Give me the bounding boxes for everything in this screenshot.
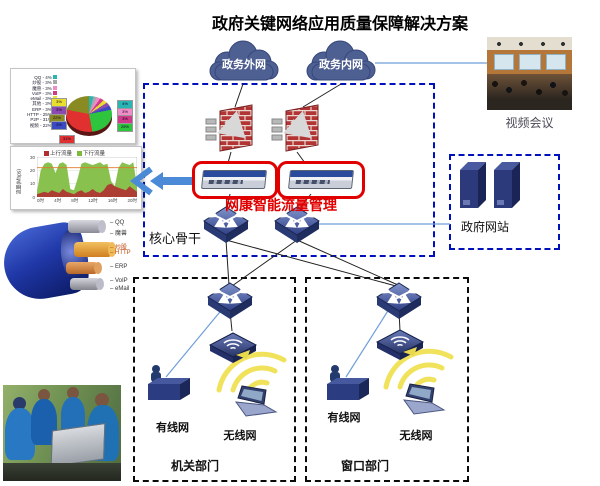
legend-label: 上行流量: [50, 151, 73, 157]
traffic-manager-highlight-1: [192, 161, 278, 199]
cable-strand-orange-2: [66, 262, 102, 274]
area-chart-xtick: 0时: [37, 198, 45, 203]
traffic-area-chart-panel: 上行流量 下行流量 流量(Mbps) 0时 4时 8时 12时 16时 20时 30 20 10…: [10, 146, 142, 210]
fiber-cable-illustration: – QQ – 魔兽 – 炒股– HTTP – ERP – VoIP – eMail: [0, 212, 142, 312]
dept-label-window: 窗口部门: [340, 459, 389, 473]
projector-screen: [546, 54, 566, 70]
cable-label: – eMail: [110, 286, 130, 292]
area-chart-xtick: 20时: [127, 198, 137, 203]
cloud-extranet-label: 政务外网: [222, 59, 266, 71]
cable-strand-silver-2: [70, 278, 104, 290]
video-conference-photo: [487, 37, 572, 110]
wired-label-office: 有线网: [156, 422, 189, 434]
cable-label: – VoIP: [110, 278, 128, 284]
photo-audience: [487, 74, 572, 110]
cable-label: – 炒股: [110, 245, 128, 251]
area-chart-ytick: 30: [29, 154, 35, 160]
projector-screen: [519, 54, 541, 70]
legend-swatch: [77, 151, 83, 157]
wireless-label-office: 无线网: [223, 430, 257, 442]
pie-legend-entry: VoIP - 3%: [15, 90, 57, 96]
legend-label: 下行流量: [83, 151, 106, 157]
pie-callout-chip: 31%: [59, 135, 75, 144]
area-chart-legend: 上行流量 下行流量: [39, 149, 105, 157]
area-chart-ytick: 10: [29, 181, 35, 187]
cable-strand-orange-1: [74, 242, 116, 257]
area-chart-ytick: 0: [32, 194, 35, 200]
traffic-appliance-1: [201, 170, 267, 189]
area-chart-ylabel: 流量(Mbps): [16, 168, 23, 195]
photo-table: [3, 463, 121, 481]
cable-label: – ERP: [110, 264, 128, 270]
photo-ceiling: [487, 37, 572, 50]
pie-legend-entry: 魔兽 - 3%: [15, 85, 57, 91]
core-backbone-label: 核心骨干: [149, 231, 202, 246]
dept-zone-office: [133, 277, 296, 482]
gov-website-zone: [449, 154, 560, 250]
cable-label: – 魔兽: [110, 231, 128, 237]
traffic-manager-highlight-2: [277, 161, 365, 199]
area-chart-plot: [37, 157, 137, 197]
wireless-label-window: 无线网: [399, 430, 433, 442]
video-conference-label: 视频会议: [505, 116, 554, 130]
traffic-appliance-2: [288, 170, 354, 189]
wired-label-window: 有线网: [327, 412, 361, 424]
traffic-manager-caption: 网康智能流量管理: [225, 197, 337, 213]
cable-label: – HTTP: [110, 250, 131, 256]
area-chart-xtick: 4时: [54, 198, 62, 203]
pie-callout-chip: 25%: [117, 123, 133, 132]
cable-label: – QQ: [110, 220, 125, 226]
dept-zone-window: [305, 277, 469, 482]
gov-website-label: 政府网站: [461, 220, 510, 234]
laptop-in-photo: [50, 422, 106, 468]
area-chart-ytick: 20: [29, 167, 35, 173]
area-chart-xtick: 8时: [71, 198, 79, 203]
pie-callout-chip: 3%: [51, 121, 67, 130]
legend-swatch: [44, 151, 49, 157]
traffic-pie-chart-panel: QQ - 4% 炒股 - 3% 魔兽 - 3% VoIP - 3% eMail …: [10, 68, 136, 144]
dept-label-office: 机关部门: [170, 459, 219, 473]
field-work-photo: [3, 385, 121, 481]
cable-strand-silver-1: [68, 220, 106, 233]
cloud-intranet-label: 政务内网: [319, 59, 363, 71]
area-chart-xtick: 12时: [88, 198, 98, 203]
projector-screen: [494, 54, 514, 70]
area-chart-xticks: 0时 4时 8时 12时 16时 20时: [37, 198, 137, 204]
pie-legend-entry: QQ - 4%: [15, 75, 57, 80]
page-title: 政府关键网络应用质量保障解决方案: [211, 16, 468, 33]
pie-chart: [66, 96, 112, 132]
pie-legend-entry: 炒股 - 3%: [15, 80, 57, 85]
area-chart-xtick: 16时: [107, 198, 118, 203]
